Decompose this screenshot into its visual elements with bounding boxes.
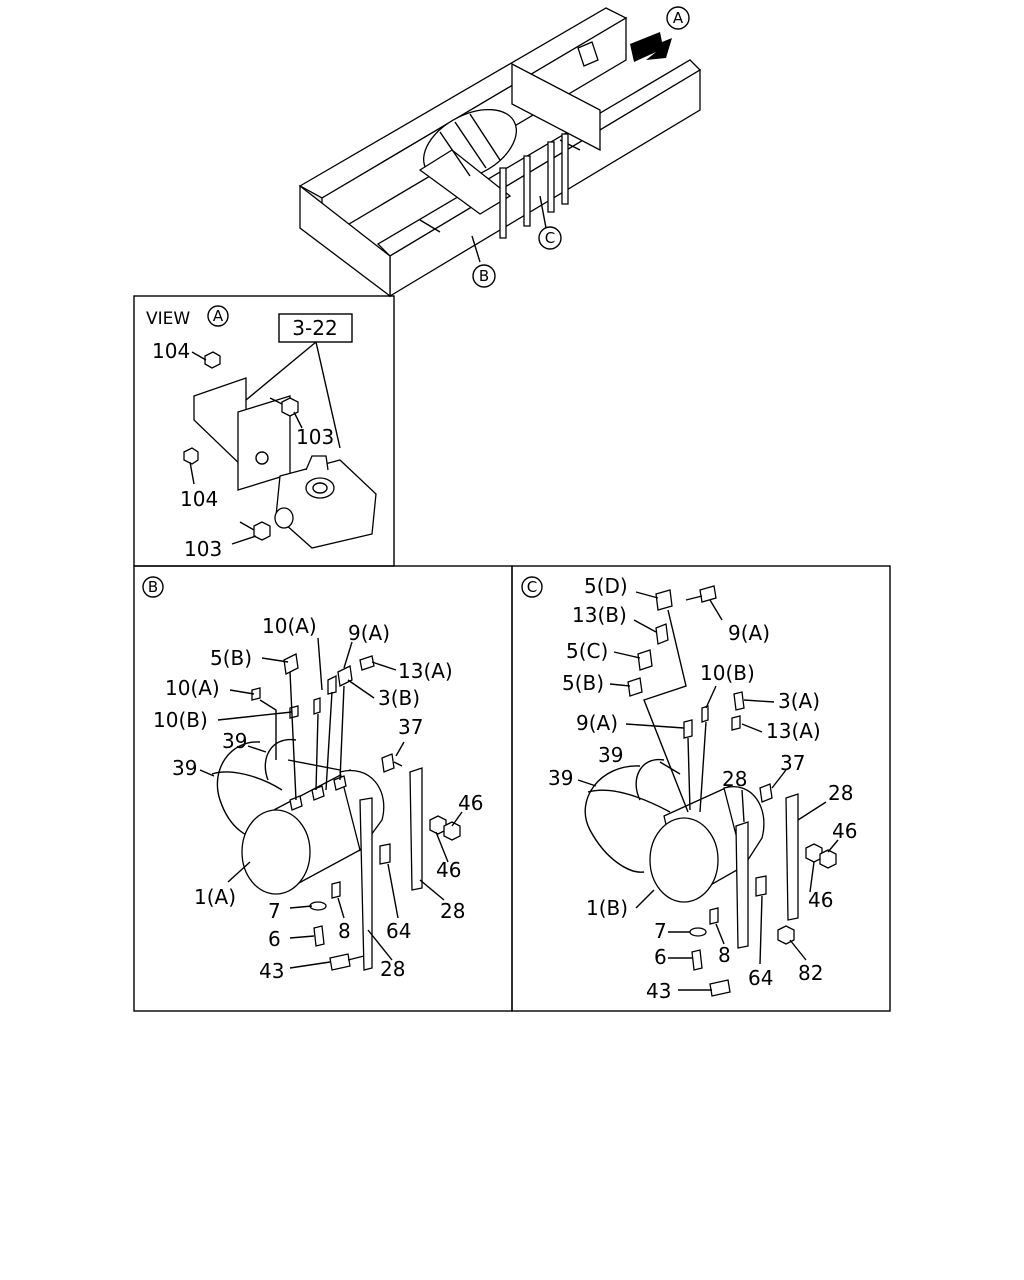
view-a-label-103a: 103 [296, 425, 334, 449]
view-c-label-9a-top: 9(A) [728, 621, 770, 645]
view-a-title: VIEW [146, 309, 190, 329]
callout-c-circle [538, 226, 562, 250]
view-b-label-28a: 28 [440, 899, 465, 923]
view-c-label-6: 6 [654, 945, 667, 969]
view-a-label-104a: 104 [152, 339, 190, 363]
view-b-label-9a: 9(A) [348, 621, 390, 645]
view-a-label-104b: 104 [180, 487, 218, 511]
view-c-label-8: 8 [718, 943, 731, 967]
view-c-label-5c: 5(C) [566, 639, 608, 663]
view-c-label-5b: 5(B) [562, 671, 604, 695]
view-c-label-28b: 28 [828, 781, 853, 805]
view-c-label-3a: 3(A) [778, 689, 820, 713]
overview-straps-c [499, 133, 569, 239]
view-b-label-43: 43 [259, 959, 284, 983]
view-c-label-43: 43 [646, 979, 671, 1003]
view-a-panel: VIEW A 3-22 104 103 104 103 [133, 295, 395, 567]
view-b-panel: B [133, 565, 513, 1012]
view-b-label-46a: 46 [458, 791, 483, 815]
callout-a-circle [666, 6, 690, 30]
view-b-label-64: 64 [386, 919, 411, 943]
view-b-label-8: 8 [338, 919, 351, 943]
callout-b-circle [472, 264, 496, 288]
view-a-label-103b: 103 [184, 537, 222, 561]
view-c-label-46a: 46 [832, 819, 857, 843]
view-c-panel: C [511, 565, 891, 1012]
view-b-label-6: 6 [268, 927, 281, 951]
callout-a: A [673, 9, 684, 27]
view-c-label-64: 64 [748, 966, 773, 990]
view-b-label-46b: 46 [436, 858, 461, 882]
tank-1a-end [241, 809, 311, 895]
view-b-label-37: 37 [398, 715, 423, 739]
chassis-overview: A B C [298, 6, 702, 298]
view-c-frame [511, 565, 891, 1012]
view-c-label-46b: 46 [808, 888, 833, 912]
view-c-label-5d: 5(D) [584, 574, 628, 598]
ref-box-text: 3-22 [292, 316, 337, 340]
view-b-label-10b: 10(B) [153, 708, 208, 732]
view-b-label-10a: 10(A) [165, 676, 220, 700]
view-c-letter: C [527, 578, 537, 596]
view-c-label-37: 37 [780, 751, 805, 775]
view-b-label-1a: 1(A) [194, 885, 236, 909]
view-c-label-13a: 13(A) [766, 719, 821, 743]
overview-tank-b [418, 108, 517, 215]
view-b-label-39b: 39 [172, 756, 197, 780]
view-b-letter: B [148, 578, 158, 596]
view-direction-arrow [630, 32, 672, 62]
view-b-label-5b: 5(B) [210, 646, 252, 670]
view-c-label-82: 82 [798, 961, 823, 985]
view-c-label-39b: 39 [548, 766, 573, 790]
view-c-label-13b: 13(B) [572, 603, 627, 627]
view-c-label-9a: 9(A) [576, 711, 618, 735]
view-c-label-10b: 10(B) [700, 661, 755, 685]
view-c-label-39a: 39 [598, 743, 623, 767]
view-b-label-28b: 28 [380, 957, 405, 981]
view-b-label-3b: 3(B) [378, 686, 420, 710]
callout-c: C [545, 229, 555, 247]
view-b-label-10a-top: 10(A) [262, 614, 317, 638]
view-c-label-28a: 28 [722, 767, 747, 791]
callout-b: B [479, 267, 489, 285]
view-a-letter: A [213, 307, 224, 325]
view-b-label-7: 7 [268, 899, 281, 923]
view-b-label-39a: 39 [222, 729, 247, 753]
view-b-label-13a: 13(A) [398, 659, 453, 683]
view-c-label-1b: 1(B) [586, 896, 628, 920]
tank-1b-end [649, 817, 719, 903]
view-c-label-7: 7 [654, 919, 667, 943]
